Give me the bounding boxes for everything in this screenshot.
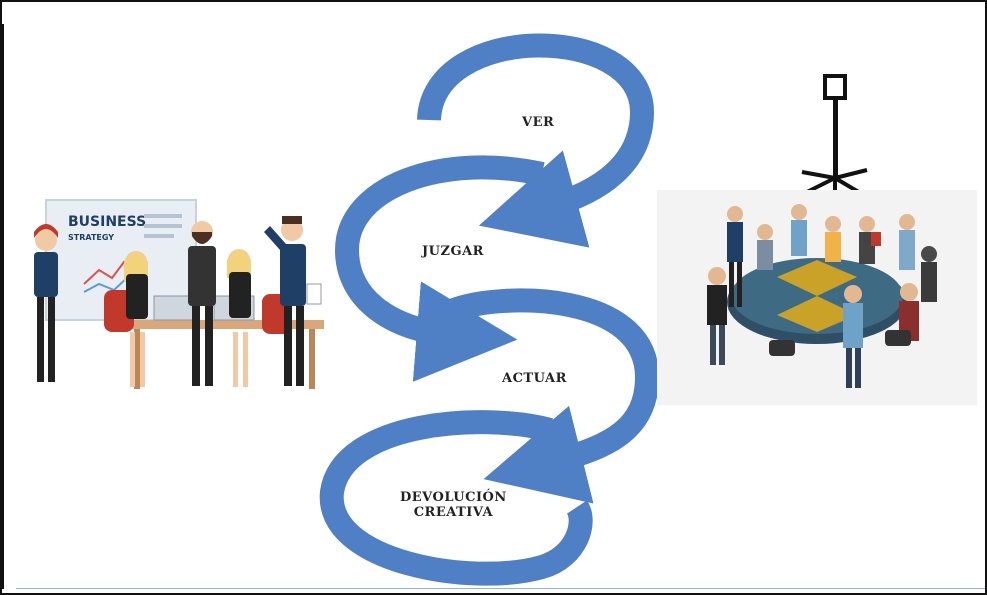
business-team-meeting-illustration: BUSINESS STRATEGY [34, 199, 324, 389]
step-label-devolucion-line1: DEVOLUCIÓN [400, 490, 507, 505]
whiteboard-text-strategy: STRATEGY [68, 233, 114, 242]
person-presenter [34, 224, 58, 382]
arc-arrow-juzgar [334, 155, 545, 382]
arc-arrow-ver [417, 33, 655, 248]
step-label-ver: VER [522, 115, 555, 130]
step-label-devolucion-line2: CREATIVA [413, 505, 494, 520]
whiteboard-text-business: BUSINESS [68, 214, 146, 230]
step-label-actuar: ACTUAR [502, 371, 567, 386]
person-seated-blonde-1 [124, 251, 148, 387]
meeting-table [124, 320, 324, 329]
step-label-devolucion-creativa: DEVOLUCIÓN CREATIVA [400, 490, 507, 520]
arc-arrow-devolucion [319, 410, 593, 586]
round-table-meeting-illustration [657, 74, 977, 405]
person-man-thinking [264, 216, 322, 386]
step-label-juzgar: JUZGAR [422, 244, 484, 259]
person-bearded-man [188, 221, 216, 386]
ceiling-lamp [823, 74, 847, 100]
frame-left-rule [2, 24, 4, 589]
arc-arrow-actuar [449, 288, 660, 504]
meeting-participants [707, 204, 937, 388]
person-seated-blonde-2 [227, 249, 251, 387]
frame-bottom-rule [16, 588, 985, 589]
